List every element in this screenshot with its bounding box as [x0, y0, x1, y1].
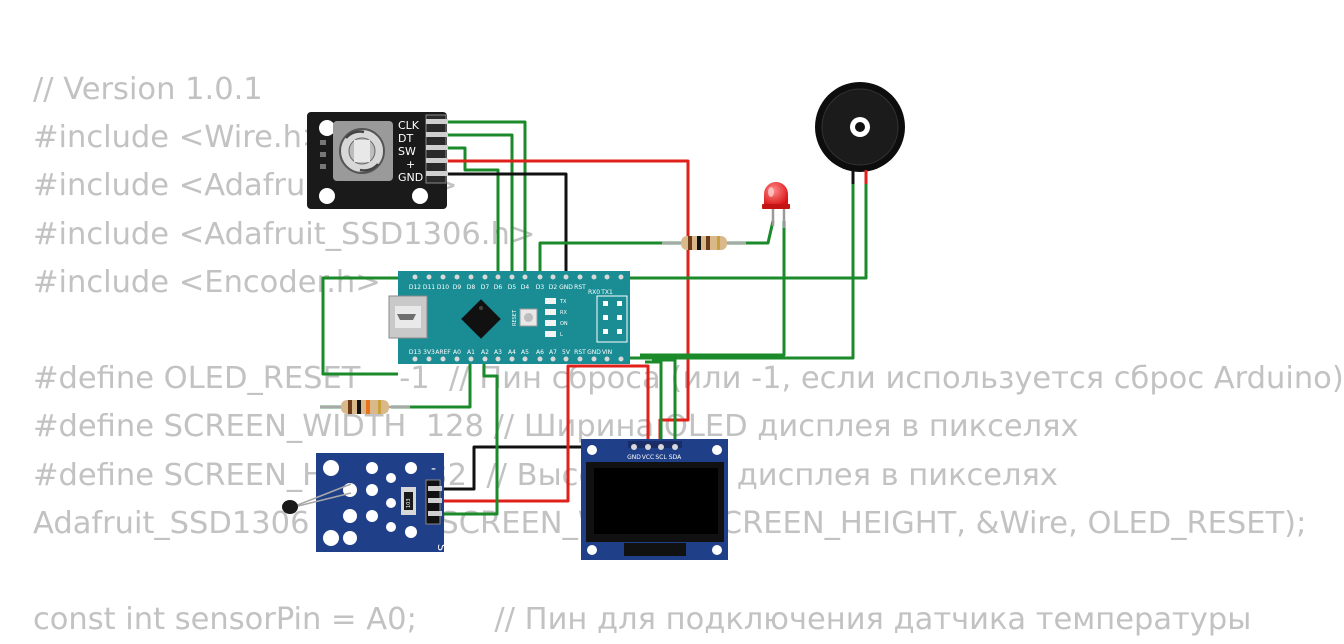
nano-led-rx-label: RX — [560, 310, 567, 316]
nano-pin-a5: A5 — [521, 349, 529, 356]
sensor-part-label: 103 — [406, 498, 412, 508]
encoder-pin-dt-label: DT — [398, 132, 413, 145]
nano-status-leds: TX RX ON L — [545, 298, 568, 338]
resistor-led — [662, 236, 746, 250]
nano-pin-gnd-top: GND — [559, 284, 573, 291]
temperature-sensor-module: 103 - S — [282, 453, 448, 552]
encoder-pin-vcc-label: + — [406, 158, 415, 171]
wire-oled-sda — [652, 358, 677, 448]
nano-pin-rst-top: RST — [574, 284, 586, 291]
nano-pin-d3: D3 — [536, 284, 545, 291]
arduino-nano: RESET TX RX ON L D12 — [388, 271, 630, 364]
nano-pin-3v3: 3V3 — [423, 349, 435, 356]
nano-pin-d12: D12 — [409, 284, 421, 291]
oled-pin-sda: SDA — [669, 454, 682, 461]
nano-pin-d6: D6 — [494, 284, 503, 291]
nano-pin-a7: A7 — [549, 349, 557, 356]
code-line: // Version 1.0.1 — [33, 72, 263, 107]
wire-led-res — [538, 241, 683, 276]
encoder-pin-gnd-label: GND — [398, 171, 423, 184]
nano-pin-5v: 5V — [562, 349, 571, 356]
code-line: const int sensorPin = A0; // Пин для под… — [33, 602, 1252, 638]
nano-pin-d7: D7 — [481, 284, 490, 291]
nano-pin-d10: D10 — [437, 284, 449, 291]
nano-bottom-pin-labels: D13 3V3 AREF A0 A1 A2 A3 A4 A5 A6 A7 5V … — [409, 349, 612, 356]
circuit-diagram: CLK DT SW + GND — [282, 82, 905, 560]
sensor-minus-label: - — [431, 461, 436, 477]
wire-dt — [447, 133, 514, 276]
wire-led-gnd — [640, 221, 786, 357]
nano-led-l-label: L — [560, 332, 563, 338]
sensor-signal-label: S — [435, 544, 448, 551]
nano-pin-a4: A4 — [508, 349, 516, 356]
nano-pin-d5: D5 — [508, 284, 517, 291]
led-red — [762, 182, 790, 228]
nano-pin-d4: D4 — [521, 284, 530, 291]
code-listing: // Version 1.0.1 #include <Wire.h> #includ… — [33, 66, 1344, 644]
nano-pin-d11: D11 — [423, 284, 435, 291]
code-line: #define OLED_RESET -1 // Пин сброса (или… — [33, 361, 1344, 397]
nano-bottom-pin-dots — [412, 356, 624, 362]
nano-pin-a2: A2 — [481, 349, 489, 356]
nano-pin-a3: A3 — [494, 349, 502, 356]
rotary-encoder: CLK DT SW + GND — [307, 112, 448, 209]
nano-pin-rst-bottom: RST — [574, 349, 586, 356]
wire-sensor-signal — [440, 364, 499, 516]
buzzer — [815, 82, 905, 184]
resistor-sensor — [320, 400, 410, 414]
nano-pin-tx1: TX1 — [600, 289, 613, 296]
nano-pin-d13: D13 — [409, 349, 421, 356]
nano-reset-label: RESET — [512, 309, 518, 326]
oled-display: GND VCC SCL SDA — [581, 439, 728, 560]
code-line: #include <Encoder.h> — [33, 264, 381, 300]
encoder-pin-labels: CLK DT SW + GND — [398, 119, 423, 184]
wire-buzzer-2 — [321, 174, 868, 376]
nano-pin-a6: A6 — [536, 349, 544, 356]
wire-oled-vcc — [440, 364, 650, 503]
wire-clk — [447, 120, 527, 276]
nano-pin-a0: A0 — [453, 349, 461, 356]
nano-pin-d9: D9 — [453, 284, 462, 291]
oled-pin-gnd: GND — [627, 454, 641, 461]
wire-res-led — [727, 220, 775, 245]
nano-pin-d8: D8 — [467, 284, 476, 291]
nano-pin-gnd-bottom: GND — [587, 349, 601, 356]
nano-led-tx-label: TX — [559, 299, 567, 305]
nano-top-pin-labels: D12 D11 D10 D9 D8 D7 D6 D5 D4 D3 D2 GND … — [409, 284, 613, 296]
nano-pin-vin: VIN — [602, 349, 612, 356]
wires — [320, 120, 868, 516]
wire-oled-scl — [645, 360, 663, 448]
nano-pin-aref: AREF — [435, 349, 451, 356]
code-line: #define SCREEN_WIDTH 128 // Ширина OLED … — [33, 409, 1079, 445]
nano-top-pin-dots — [412, 274, 624, 280]
wire-sw — [447, 146, 500, 276]
nano-pin-a1: A1 — [467, 349, 475, 356]
wire-buzzer-1 — [626, 174, 855, 364]
wire-enc-gnd — [447, 172, 568, 276]
oled-pin-labels: GND VCC SCL SDA — [627, 454, 682, 461]
oled-pin-scl: SCL — [655, 454, 667, 461]
code-line: #include <Adafruit_SSD1306.h> — [33, 216, 536, 252]
encoder-pin-sw-label: SW — [398, 145, 416, 158]
oled-pin-vcc: VCC — [642, 454, 654, 461]
nano-pin-d2: D2 — [549, 284, 558, 291]
code-line: #include <Wire.h> — [33, 120, 328, 156]
encoder-pin-clk-label: CLK — [398, 119, 420, 132]
wire-sensor-res-2 — [391, 364, 472, 409]
nano-pin-rx0: RX0 — [588, 289, 600, 296]
nano-led-on-label: ON — [560, 321, 568, 327]
